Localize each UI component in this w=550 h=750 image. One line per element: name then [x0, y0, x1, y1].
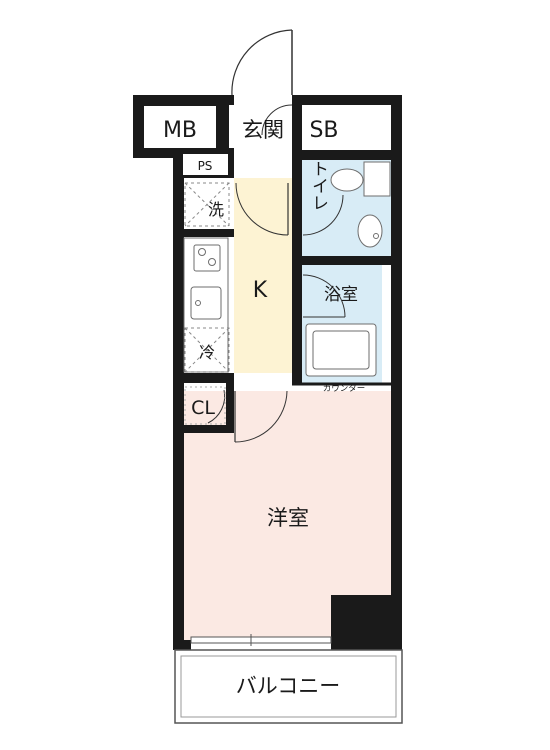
- wall-right: [391, 95, 402, 650]
- wall-closet-bottom: [173, 425, 234, 433]
- toilet-door-swing: [302, 194, 344, 236]
- kitchen-floor: [234, 178, 292, 373]
- wash-basin: [357, 214, 383, 248]
- wall-washer-bottom: [173, 229, 234, 237]
- kitchen-door-swing: [235, 182, 289, 236]
- closet-door-swing: [207, 389, 226, 424]
- mb-label: MB: [163, 118, 197, 143]
- bath-label: 浴室: [324, 285, 358, 305]
- fridge-label: 冷: [199, 343, 215, 362]
- room-door-swing: [234, 390, 288, 443]
- wall-left-lower: [173, 178, 184, 650]
- sb-label: SB: [309, 118, 338, 143]
- kitchen-sink: [190, 286, 222, 320]
- bath-door-swing: [302, 274, 346, 318]
- toilet-label: トイレ: [308, 160, 328, 211]
- wall-bottom-left: [173, 640, 191, 650]
- ps-box: [183, 154, 228, 175]
- faucet: [195, 300, 201, 306]
- wall-kitchen-bottom: [173, 373, 234, 383]
- balcony-rail: [180, 655, 397, 718]
- column-right-bottom: [331, 595, 402, 650]
- kitchen-label: K: [253, 278, 268, 303]
- ps-label: PS: [198, 159, 213, 173]
- entrance-opening: [234, 95, 292, 105]
- entrance-label: 玄関: [242, 118, 284, 142]
- balcony: [174, 649, 403, 724]
- fridge-cross-b: [184, 327, 230, 373]
- wall-kitchen-right: [292, 158, 302, 383]
- genkan-door-swing: [261, 104, 293, 136]
- stove: [193, 244, 221, 272]
- counter-label: カウンター: [323, 384, 366, 394]
- toilet-tank: [363, 161, 391, 197]
- washer-area: [184, 182, 230, 227]
- entrance-door-swing: [231, 29, 293, 96]
- balcony-label: バルコニー: [236, 674, 341, 698]
- basin-drain: [373, 233, 379, 239]
- wall-sb-left: [292, 95, 302, 158]
- western-room-label: 洋室: [267, 506, 309, 530]
- wall-closet-right: [226, 383, 234, 433]
- washer-cross-b: [184, 182, 230, 227]
- fridge-area: [184, 327, 230, 373]
- bathtub: [305, 323, 377, 377]
- sb-box: [302, 106, 347, 148]
- toilet-bowl: [330, 168, 364, 192]
- closet-hatch: [184, 386, 226, 425]
- burner-2: [208, 258, 216, 266]
- burner-1: [198, 248, 206, 256]
- mb-cabinet: [144, 106, 216, 148]
- washer-label: 洗: [208, 200, 224, 219]
- wall-toilet-bath: [292, 256, 402, 265]
- closet-label: CL: [191, 397, 215, 419]
- wall-toilet-top: [292, 150, 402, 160]
- balcony-window: [190, 636, 332, 644]
- bathtub-inner: [312, 330, 370, 370]
